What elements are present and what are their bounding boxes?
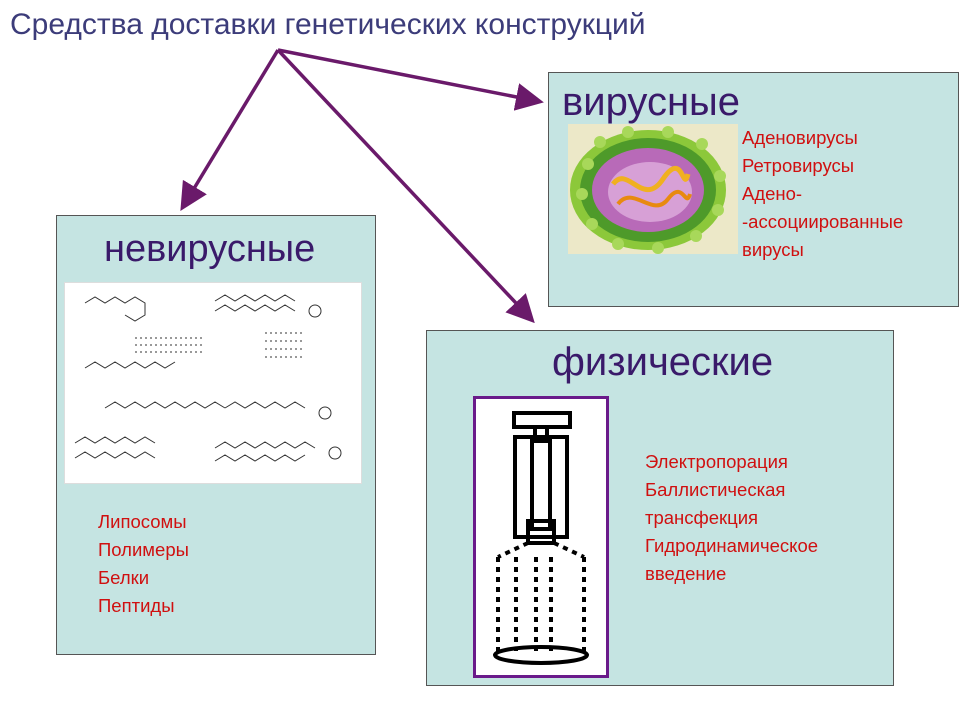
arrow-to-viral: [277, 48, 544, 111]
physical-item: введение: [645, 563, 727, 584]
nonviral-item: Полимеры: [98, 539, 189, 560]
physical-item: трансфекция: [645, 507, 759, 528]
page-title: Средства доставки генетических конструкц…: [10, 8, 646, 41]
viral-item: вирусы: [742, 239, 804, 260]
nonviral-item: Белки: [98, 567, 150, 588]
viral-item: -ассоциированные: [742, 211, 904, 232]
arrow-to-nonviral: [180, 49, 280, 211]
virus-image: [568, 124, 738, 254]
nonviral-list: Липосомы Полимеры Белки Пептиды: [98, 508, 189, 620]
physical-list: Электропорация Баллистическая трансфекци…: [645, 448, 818, 588]
nonviral-heading: невирусные: [104, 228, 316, 270]
physical-item: Баллистическая: [645, 479, 786, 500]
viral-heading: вирусные: [562, 80, 741, 124]
nonviral-item: Пептиды: [98, 595, 175, 616]
nonviral-item: Липосомы: [98, 511, 187, 532]
physical-heading: физические: [552, 340, 774, 384]
physical-item: Гидродинамическое: [645, 535, 819, 556]
viral-item: Ретровирусы: [742, 155, 855, 176]
gene-gun-device-image: [473, 396, 609, 678]
viral-list: Аденовирусы Ретровирусы Адено- -ассоциир…: [742, 124, 903, 264]
viral-item: Аденовирусы: [742, 127, 858, 148]
chemical-structures-image: [64, 282, 362, 484]
physical-item: Электропорация: [645, 451, 788, 472]
viral-item: Адено-: [742, 183, 803, 204]
